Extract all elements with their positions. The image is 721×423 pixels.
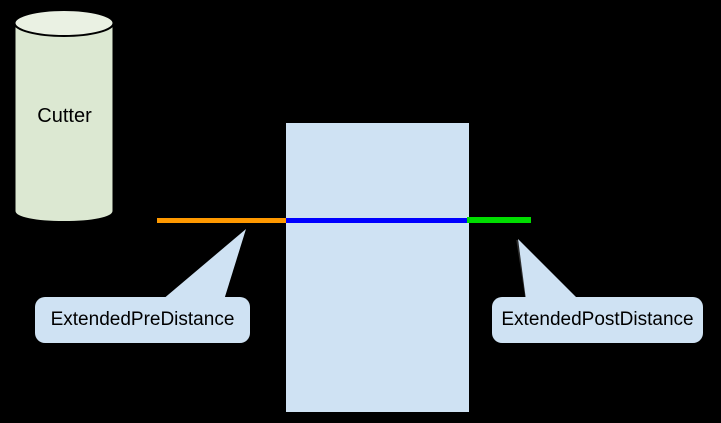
callout-post-tail (518, 239, 579, 300)
workpiece-block (286, 123, 469, 412)
extended-post-distance-line (467, 217, 531, 223)
cylinder-top-ellipse (13, 9, 115, 37)
cutter-label: Cutter (37, 105, 92, 127)
cutter-cylinder (13, 8, 115, 224)
cut-path-line (286, 218, 467, 223)
extended-pre-distance-line (157, 218, 286, 223)
callout-extended-pre-distance: ExtendedPreDistance (35, 297, 250, 343)
callout-post-label: ExtendedPostDistance (501, 309, 694, 330)
callout-extended-post-distance: ExtendedPostDistance (492, 297, 703, 343)
callout-pre-label: ExtendedPreDistance (50, 309, 235, 330)
callout-pre-tail (162, 229, 246, 300)
